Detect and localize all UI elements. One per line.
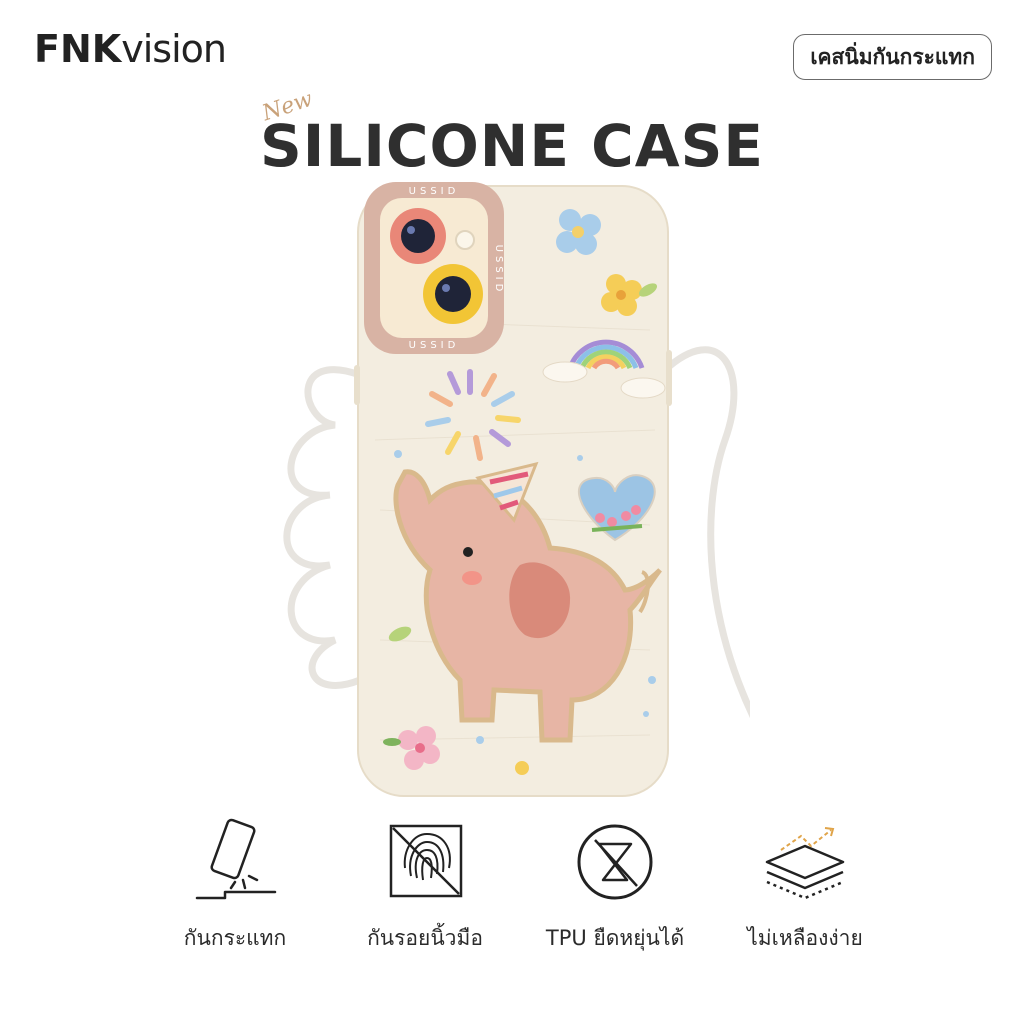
- feature-label: กันรอยนิ้วมือ: [367, 926, 483, 950]
- heart-tulips: [577, 474, 656, 542]
- rainbow: [567, 339, 645, 370]
- feature-label: TPU ยืดหยุ่นได้: [545, 926, 685, 950]
- feature-flexible-tpu: TPU ยืดหยุ่นได้: [530, 816, 700, 955]
- brand-name-bold: FNK: [34, 27, 122, 71]
- fingerprint-icon: [389, 824, 463, 898]
- page-title: SILICONE CASE: [260, 112, 764, 180]
- layers-icon: [765, 827, 845, 900]
- product-type-badge: เคสนิ่มกันกระแทก: [793, 34, 992, 80]
- dots: [394, 450, 656, 744]
- shockproof-phone-icon: [195, 818, 277, 900]
- elephant-character: [393, 461, 662, 743]
- feature-list: กันกระแทก กันรอยนิ้วมือ TPU ยืดหยุ่นได้: [150, 816, 890, 955]
- bumper-text-bottom: USSID: [409, 340, 460, 351]
- feature-anti-yellowing: ไม่เหลืองง่าย: [720, 816, 890, 955]
- camera-module: USSID USSID USSID: [364, 182, 504, 354]
- feature-label: กันกระแทก: [183, 926, 287, 950]
- feature-anti-fingerprint: กันรอยนิ้วมือ: [340, 816, 510, 955]
- lanyard-strap: [283, 346, 750, 718]
- small-yellow-flower: [515, 761, 529, 775]
- feature-label: ไม่เหลืองง่าย: [747, 926, 863, 950]
- leaf: [388, 626, 412, 642]
- blue-flower: [556, 209, 601, 255]
- brand-name-light: vision: [121, 27, 227, 71]
- bumper-text-top: USSID: [409, 186, 460, 197]
- firework-burst: [425, 369, 521, 461]
- yellow-flower: [601, 274, 658, 316]
- phone-case-image: USSID USSID USSID: [283, 182, 750, 797]
- brand-logo: FNKvision: [34, 27, 227, 71]
- feature-shockproof: กันกระแทก: [150, 816, 320, 955]
- flexible-tpu-icon: [577, 824, 653, 900]
- pink-flower: [383, 726, 440, 770]
- bumper-text-side: USSID: [493, 245, 504, 296]
